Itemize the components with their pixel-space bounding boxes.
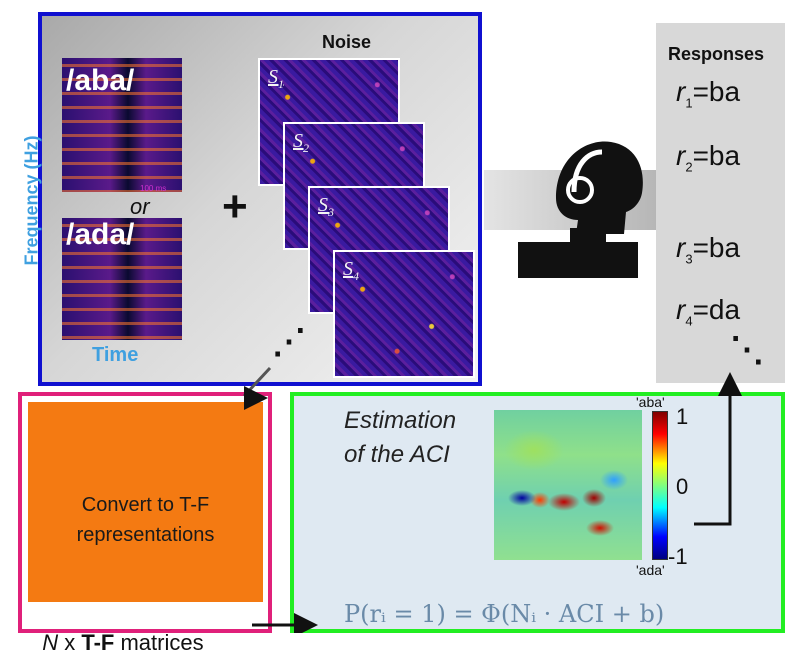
responses-ellipsis: ⋱ [730, 331, 764, 369]
response-3: r3=ba [676, 232, 741, 267]
convert-line-2: representations [76, 524, 215, 546]
ada-label: /ada/ [66, 218, 135, 251]
scale-bar-label: 100 ms [140, 184, 167, 193]
matrices-n: N [42, 630, 59, 655]
estimation-line-2: of the ACI [344, 441, 450, 468]
colorbar-max: 1 [676, 404, 689, 429]
colorbar-top-label: 'aba' [636, 394, 665, 410]
noise-label-1: S1 [268, 66, 284, 91]
time-axis-label: Time [92, 344, 139, 366]
colorbar-min: -1 [668, 544, 688, 569]
colorbar-bottom-label: 'ada' [636, 562, 665, 578]
matrices-rest: matrices [114, 630, 204, 655]
matrices-tf: T-F [81, 630, 115, 655]
response-4: r4=da [676, 294, 741, 329]
convert-box [28, 402, 263, 602]
response-1: r1=ba [676, 76, 741, 111]
estimation-line-1: Estimation [344, 407, 457, 434]
matrices-label: N x T-F matrices [30, 604, 204, 656]
colorbar-mid: 0 [676, 474, 689, 499]
convert-text: Convert to T-F representations [28, 490, 263, 550]
ada-spectrogram [62, 218, 182, 340]
responses-panel [656, 23, 785, 383]
noise-ellipsis: ⋰ [272, 323, 306, 361]
model-formula: P(rᵢ = 1) = Φ(Nᵢ · ACI + b) [344, 600, 665, 628]
aci-colorbar [652, 411, 668, 560]
aba-spectrogram [62, 58, 182, 192]
noise-label-3: S3 [318, 194, 334, 219]
convert-line-1: Convert to T-F [81, 494, 210, 516]
estimation-title: Estimation of the ACI [344, 404, 456, 472]
noise-label-2: S2 [293, 130, 309, 155]
frequency-axis-label: Frequency (Hz) [21, 135, 42, 266]
noise-label-4: S4 [343, 258, 359, 283]
convert-panel [18, 392, 272, 633]
noise-sample-4: S4 [333, 250, 475, 378]
aba-label: /aba/ [66, 64, 135, 97]
or-label: or [130, 194, 150, 219]
responses-title: Responses [668, 44, 765, 64]
aci-heatmap [494, 410, 642, 560]
noise-title: Noise [322, 32, 372, 52]
matrices-x: x [58, 630, 82, 655]
plus-sign: + [222, 182, 248, 231]
listener-with-headphones-icon [518, 141, 643, 278]
response-2: r2=ba [676, 140, 741, 175]
